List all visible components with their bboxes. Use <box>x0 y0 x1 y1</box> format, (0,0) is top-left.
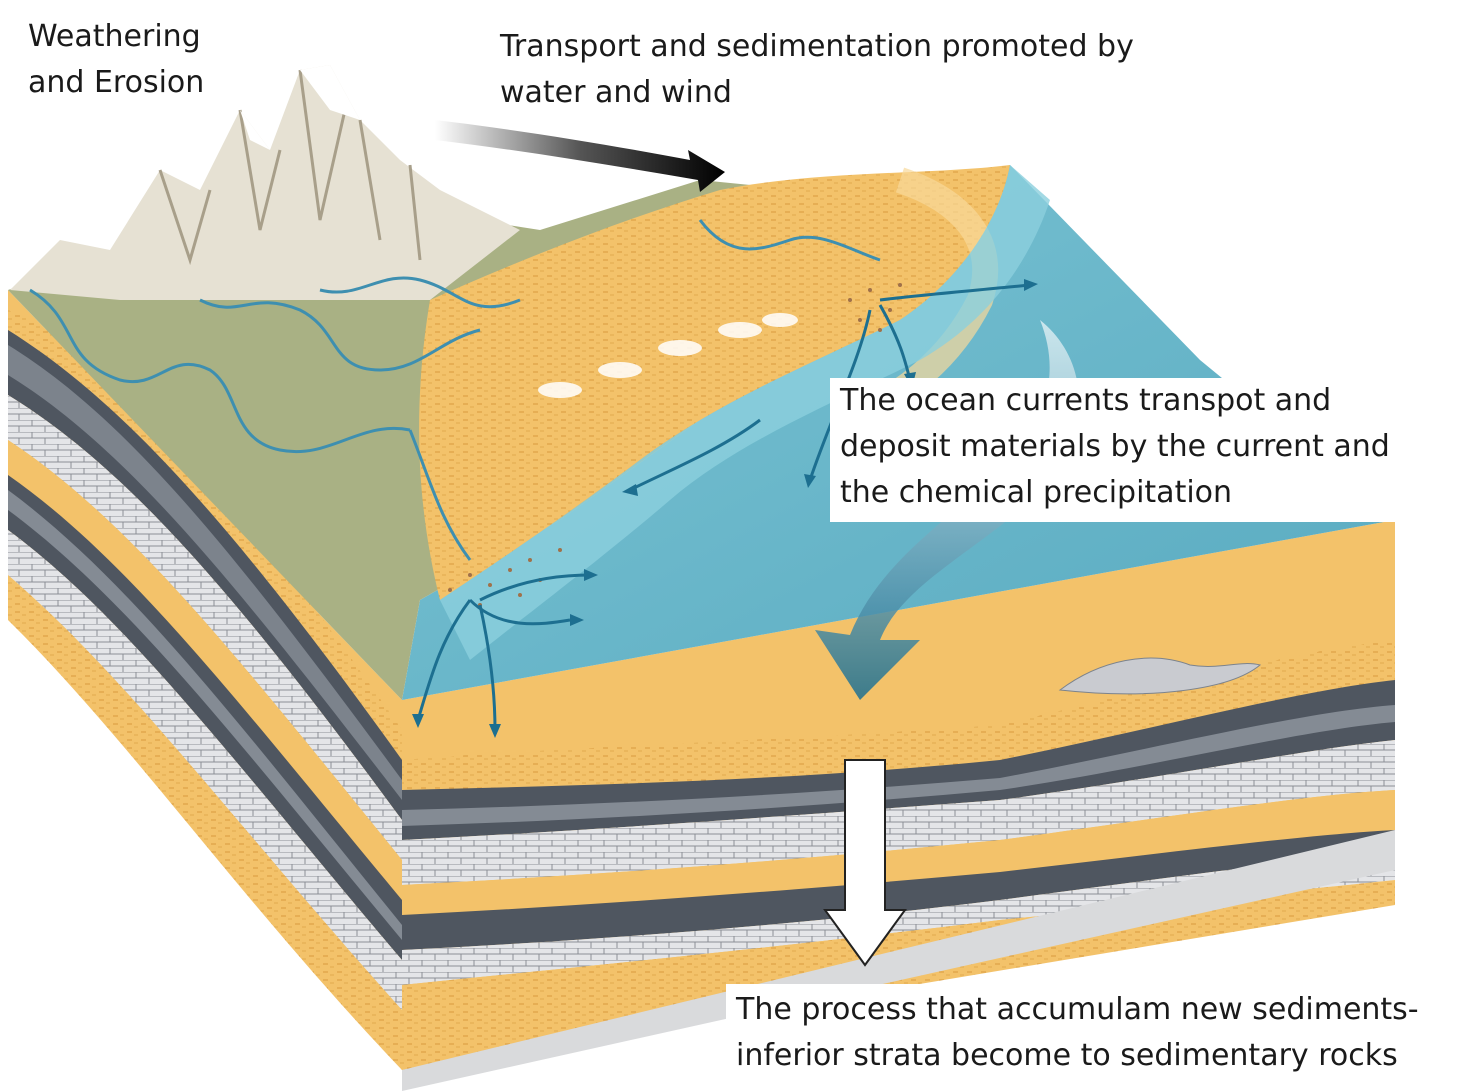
sand-dunes <box>538 313 798 398</box>
label-process: The process that accumulam new sediments… <box>726 984 1448 1091</box>
label-ocean-line-3: the chemical precipitation <box>840 475 1233 510</box>
label-process-line-2: inferior strata become to sedimentary ro… <box>736 1038 1398 1073</box>
label-transport-line-1: Transport and sedimentation promoted by <box>500 29 1134 64</box>
transport-arrow <box>435 120 725 192</box>
left-side-strata <box>8 290 402 1070</box>
label-weathering-erosion: Weathering and Erosion <box>18 14 238 112</box>
delta-sediment <box>448 283 902 607</box>
label-process-line-1: The process that accumulam new sediments… <box>736 992 1419 1027</box>
label-ocean-line-2: deposit materials by the current and <box>840 429 1390 464</box>
ocean-current-arrowheads <box>412 279 1038 738</box>
mountain-range <box>10 65 520 300</box>
label-ocean-line-1: The ocean currents transpot and <box>840 383 1332 418</box>
label-transport: Transport and sedimentation promoted by … <box>490 24 1190 118</box>
subsidence-arrow <box>823 759 907 967</box>
label-weathering-line-2: and Erosion <box>28 65 205 100</box>
river-network <box>29 219 881 561</box>
label-transport-line-2: water and wind <box>500 75 732 110</box>
sinking-arrow <box>815 320 1079 700</box>
label-weathering-line-1: Weathering <box>28 19 201 54</box>
label-ocean-currents: The ocean currents transpot and deposit … <box>830 378 1406 522</box>
